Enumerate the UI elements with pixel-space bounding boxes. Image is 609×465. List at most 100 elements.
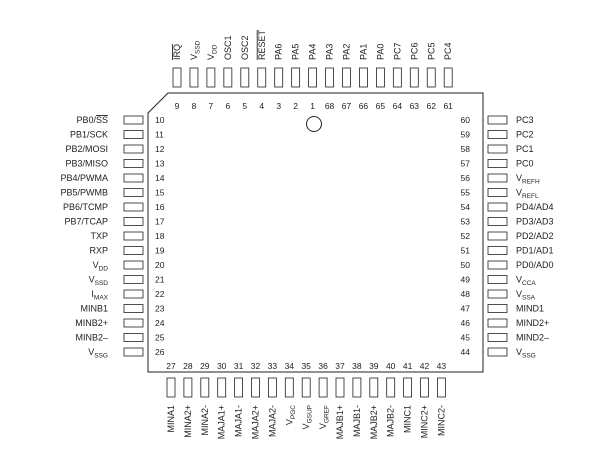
pin-number: 68 — [325, 101, 335, 111]
pin-number: 54 — [461, 202, 471, 212]
pin-label-mina2: MINA2- — [200, 405, 210, 436]
pin-number: 49 — [461, 275, 471, 285]
pin-number: 14 — [155, 173, 165, 183]
pin-number: 7 — [209, 101, 214, 111]
pin-label-pc6: PC6 — [409, 42, 419, 60]
pin-number: 39 — [369, 361, 379, 371]
pin-number: 43 — [437, 361, 447, 371]
pin-lead — [123, 231, 144, 241]
pin-number: 1 — [310, 101, 315, 111]
pin-number: 55 — [461, 188, 471, 198]
pin-number: 45 — [461, 333, 471, 343]
pin-label-minc2: MINC2+ — [420, 405, 430, 438]
pin-label-vssd: VSSD — [189, 40, 202, 60]
pin-lead — [487, 260, 508, 270]
pin-lead — [189, 67, 199, 88]
pin-lead — [217, 377, 227, 398]
pin-number: 13 — [155, 159, 165, 169]
pin-lead — [443, 67, 453, 88]
pin-label-pa1: PA1 — [358, 44, 368, 60]
pin-number: 61 — [443, 101, 453, 111]
pin-number: 12 — [155, 144, 165, 154]
pin-lead — [123, 217, 144, 226]
pin-number: 10 — [155, 115, 165, 125]
pin-label-maja2: MAJA2- — [267, 405, 277, 437]
pin-label-pc4: PC4 — [443, 42, 453, 60]
pin-lead — [487, 173, 508, 183]
pin-lead — [487, 318, 508, 328]
pin-label-pb0-ss: PB0/SS — [76, 115, 108, 125]
pin-lead — [318, 377, 328, 398]
pin-number: 32 — [251, 361, 261, 371]
pin-label-pd1-ad1: PD1/AD1 — [516, 246, 554, 256]
pin-lead — [487, 217, 508, 226]
pin-label-pd0-ad0: PD0/AD0 — [516, 260, 554, 270]
pin-lead — [123, 347, 144, 357]
pin-lead — [487, 333, 508, 342]
pin-label-reset: RESET — [257, 29, 267, 60]
pin-number: 36 — [318, 361, 328, 371]
pin-lead — [123, 159, 144, 168]
pin-lead — [487, 115, 508, 125]
pin-number: 6 — [225, 101, 230, 111]
pin-lead — [487, 289, 508, 299]
pin-number: 34 — [285, 361, 295, 371]
pin-label-pa4: PA4 — [308, 44, 318, 60]
pin-number: 64 — [393, 101, 403, 111]
pin-label-pd4-ad4: PD4/AD4 — [516, 202, 554, 212]
pin-label-maja1: MAJA1+ — [217, 405, 227, 439]
pin-label-pc3: PC3 — [516, 115, 534, 125]
pin-number: 29 — [200, 361, 210, 371]
pin-lead — [487, 130, 508, 139]
pin-lead — [301, 377, 311, 398]
pin-label-mina1: MINA1 — [166, 405, 176, 433]
pin-number: 23 — [155, 304, 165, 314]
pin-lead — [335, 377, 345, 398]
pin-label-vcca: VCCA — [516, 275, 536, 288]
pin-lead — [436, 377, 446, 398]
pin-label-pb2-mosi: PB2/MOSI — [65, 144, 108, 154]
pin-number: 52 — [461, 231, 471, 241]
pin-number: 65 — [376, 101, 386, 111]
pin-number: 28 — [183, 361, 193, 371]
pin-label-mina2: MINA2+ — [183, 405, 193, 438]
pin-label-minb2: MINB2+ — [75, 318, 108, 328]
pin-number: 22 — [155, 289, 165, 299]
pin-label-vdd: VDD — [93, 260, 109, 273]
pin-lead — [487, 304, 508, 313]
pin-label-minc1: MINC1 — [403, 405, 413, 433]
pin-label-vrefh: VREFH — [516, 173, 540, 186]
pin-label-pc1: PC1 — [516, 144, 534, 154]
chip-body — [147, 92, 484, 373]
pin-lead — [403, 377, 413, 398]
pin-lead — [487, 144, 508, 154]
pin-label-mind2: MIND2– — [516, 333, 549, 343]
pin-label-majb1: MAJB1+ — [335, 405, 345, 439]
pin-label-pc2: PC2 — [516, 130, 534, 140]
pin-lead — [123, 130, 144, 139]
pin-lead — [223, 67, 233, 88]
pin-label-pa5: PA5 — [291, 44, 301, 60]
pin-number: 33 — [268, 361, 278, 371]
pin-lead — [123, 318, 144, 328]
pin-number: 5 — [242, 101, 247, 111]
pin-lead — [487, 246, 508, 255]
pin-number: 37 — [335, 361, 345, 371]
pin-label-mind1: MIND1 — [516, 304, 544, 314]
pin-lead — [284, 377, 294, 398]
top-pin-group: IRQ9VSSD8VDD7OSC16OSC25RESET4PA63PA52PA4… — [172, 29, 453, 111]
pin-number: 40 — [386, 361, 396, 371]
pin-label-pb4-pwma: PB4/PWMA — [60, 173, 108, 183]
pin1-indicator-circle — [306, 116, 322, 132]
pin-number: 25 — [155, 333, 165, 343]
pin-number: 21 — [155, 275, 165, 285]
pin-number: 53 — [461, 217, 471, 227]
pin-number: 38 — [352, 361, 362, 371]
pin-lead — [123, 260, 144, 270]
pin-number: 60 — [461, 115, 471, 125]
bottom-pin-group: MINA127MINA2+28MINA2-29MAJA1+30MAJA1-31M… — [166, 361, 446, 439]
pin-label-pa2: PA2 — [342, 44, 352, 60]
pin-lead — [409, 67, 419, 88]
pin-label-rxp: RXP — [89, 246, 108, 256]
